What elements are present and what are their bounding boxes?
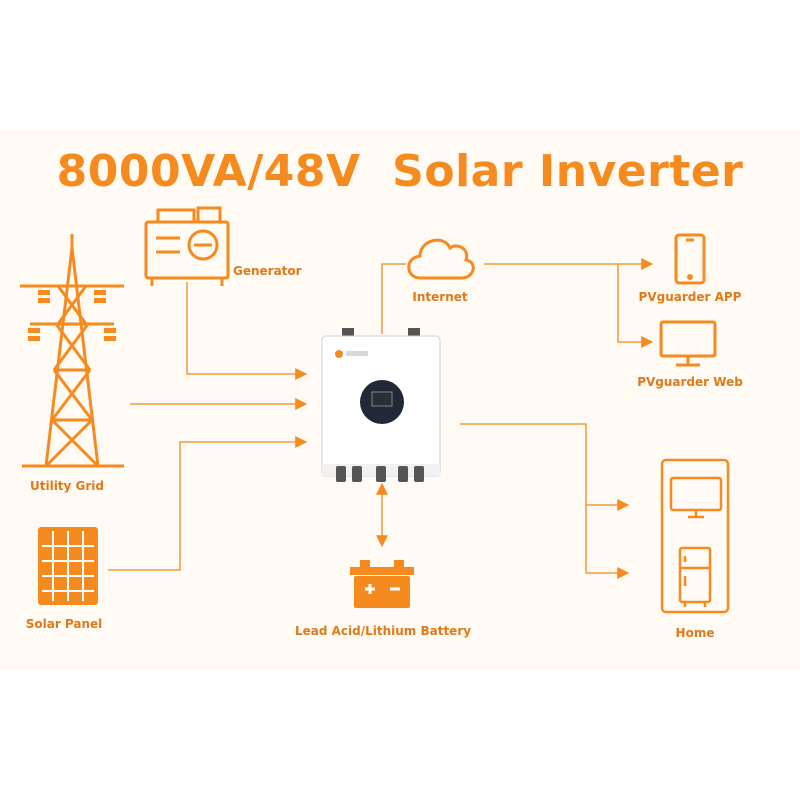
solar-to-inverter-line bbox=[108, 436, 308, 571]
app-label: PVguarder APP bbox=[638, 290, 742, 304]
battery-icon bbox=[350, 560, 414, 608]
inverter-lcd-screen bbox=[371, 391, 393, 407]
home-icon bbox=[660, 458, 730, 614]
generator-icon bbox=[144, 206, 230, 286]
internet-to-web-line bbox=[617, 264, 654, 348]
utility-grid-icon bbox=[20, 234, 124, 468]
utility-grid-label: Utility Grid bbox=[29, 479, 105, 493]
generator-label: Generator bbox=[233, 264, 302, 278]
monitor-icon bbox=[659, 320, 717, 367]
generator-to-inverter-line bbox=[186, 282, 308, 380]
phone-icon bbox=[674, 233, 706, 285]
inverter-terminals bbox=[336, 466, 424, 482]
inverter-device bbox=[321, 328, 441, 482]
web-label: PVguarder Web bbox=[637, 375, 743, 389]
inverter-to-internet-line bbox=[381, 263, 406, 334]
inverter-logo-icon bbox=[335, 350, 343, 358]
connection-lines bbox=[108, 258, 654, 579]
solar-panel-icon bbox=[38, 527, 98, 605]
cloud-icon bbox=[407, 238, 475, 280]
battery-label: Lead Acid/Lithium Battery bbox=[294, 624, 472, 638]
internet-label: Internet bbox=[412, 290, 468, 304]
page-title: 8000VA/48V Solar Inverter bbox=[56, 146, 744, 197]
inverter-to-home-line bbox=[460, 423, 630, 511]
solar-panel-label: Solar Panel bbox=[25, 617, 103, 631]
home-branch-line bbox=[585, 505, 630, 579]
home-label: Home bbox=[675, 626, 715, 640]
